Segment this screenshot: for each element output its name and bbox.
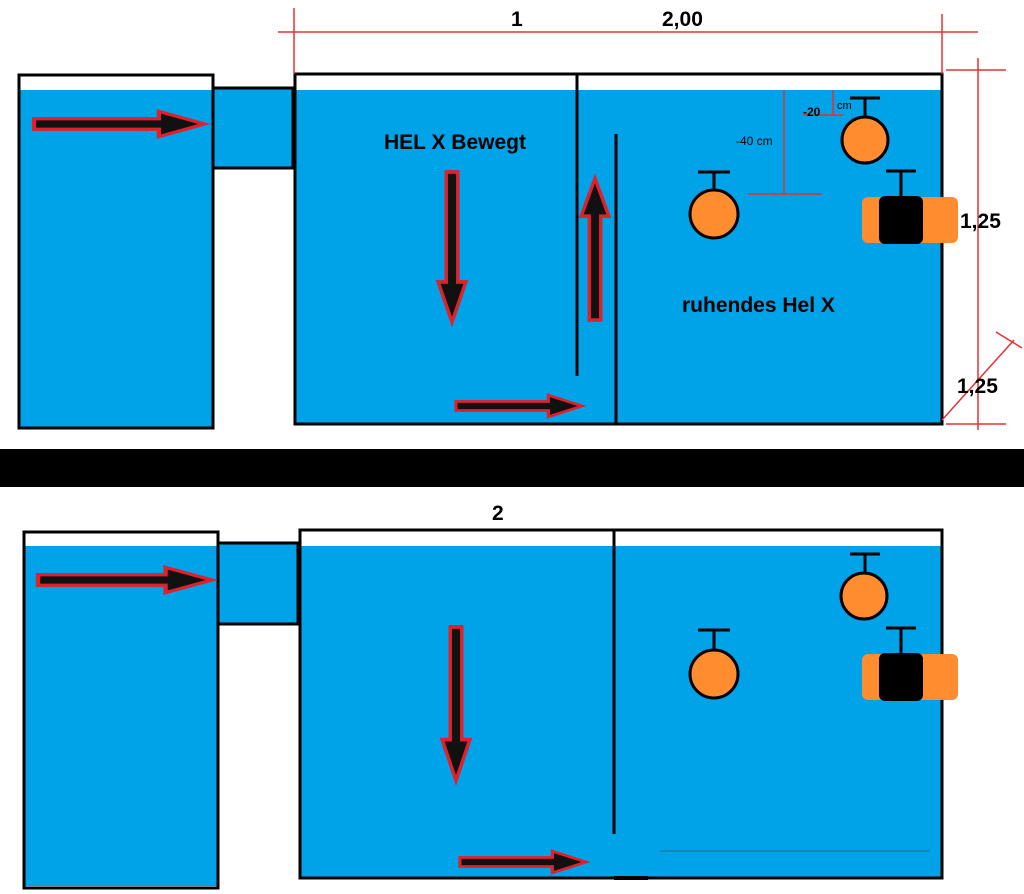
resting-media-label: ruhendes Hel X <box>682 294 835 317</box>
top-float-upper <box>840 96 890 165</box>
panel-2-number: 2 <box>492 502 504 525</box>
dim-40-label: -40 cm <box>736 134 773 148</box>
panel-1-number: 1 <box>511 8 523 31</box>
dim-20-label: -20 <box>803 105 821 119</box>
top-float-middle <box>688 170 740 240</box>
bottom-panel: 2 <box>22 502 958 890</box>
bottom-connector-pipe <box>216 541 300 626</box>
panel-separator <box>0 449 1024 487</box>
bottom-main-tank-water <box>300 546 942 878</box>
height-dimension-label: 1,25 <box>960 210 1001 233</box>
dim-20-unit: cm <box>837 100 852 112</box>
bottom-left-chamber <box>25 546 218 886</box>
top-left-chamber-outline <box>17 73 215 430</box>
top-main-tank-water <box>295 90 942 424</box>
top-main-tank-outline <box>293 72 944 426</box>
width-dimension-label: 2,00 <box>662 8 703 31</box>
bottom-float-upper <box>839 552 889 621</box>
bottom-left-chamber-outline <box>22 530 220 890</box>
moving-media-label: HEL X Bewegt <box>384 131 526 154</box>
top-left-chamber <box>20 90 213 428</box>
top-float-switch <box>862 169 958 244</box>
top-connector-pipe <box>211 86 295 170</box>
bottom-float-switch <box>862 626 958 701</box>
depth-dimension-label: 1,25 <box>957 375 998 398</box>
top-panel: HEL X Bewegt ruhendes Hel X -40 cm -20 c… <box>17 8 1023 430</box>
bottom-float-middle <box>688 628 740 700</box>
depth-dimension-line <box>941 339 1015 421</box>
depth-dim-tick <box>995 331 1023 349</box>
